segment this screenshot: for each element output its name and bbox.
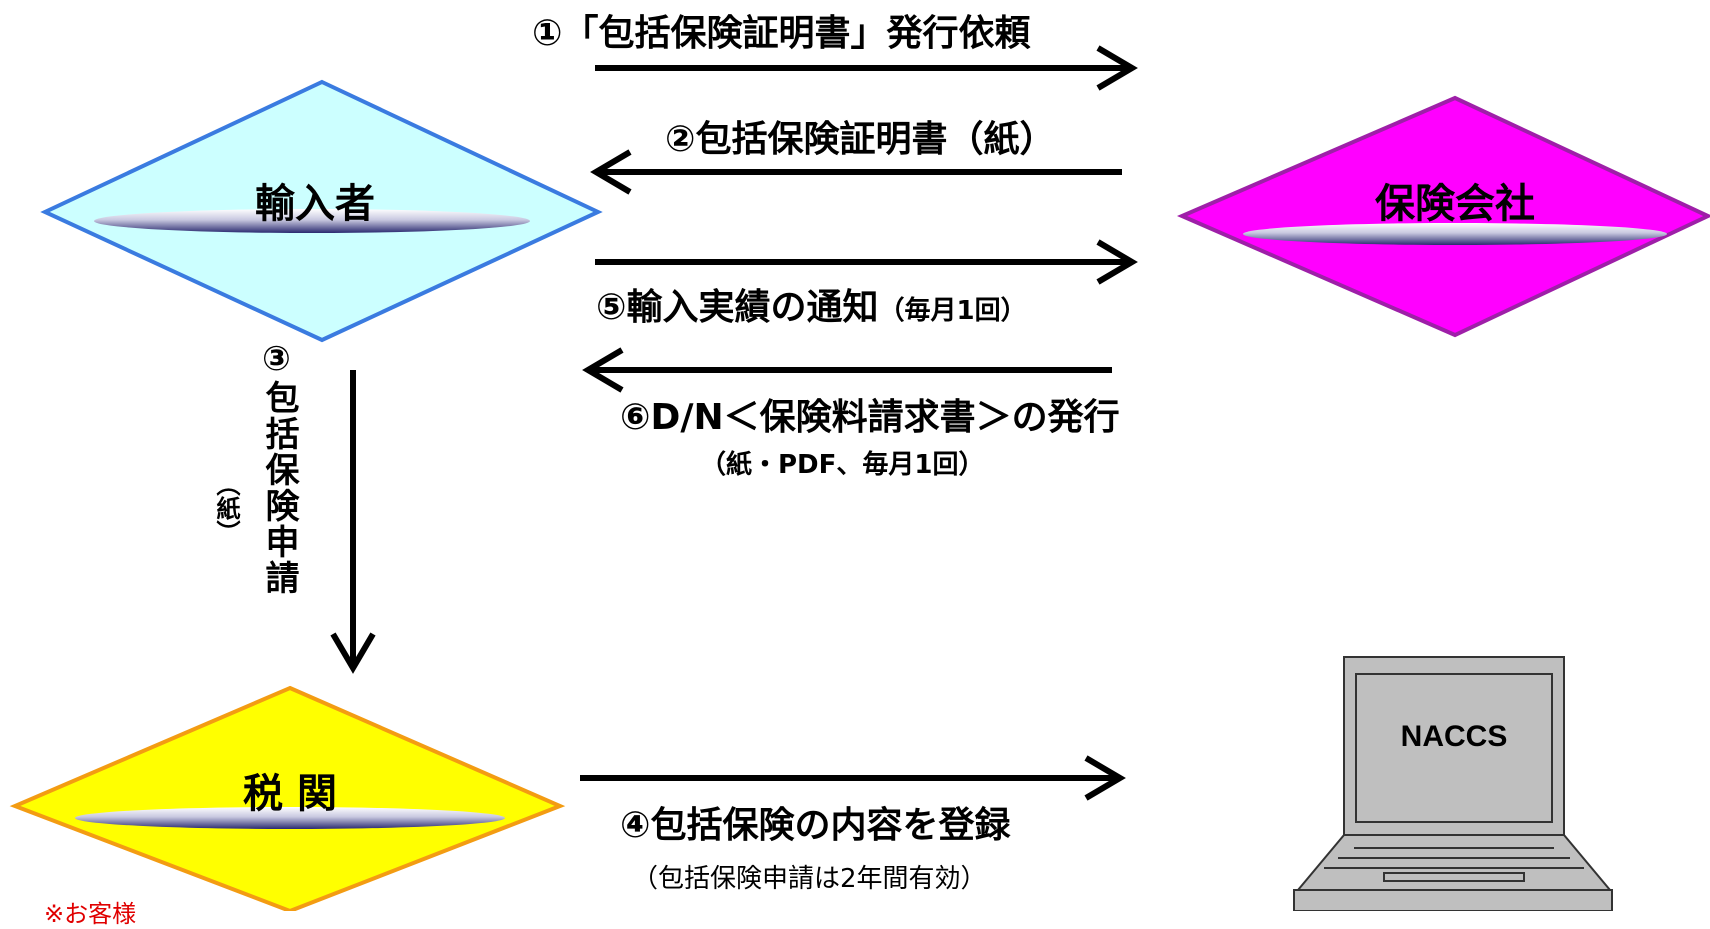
step5-sub: （毎月1回） [878,296,1027,326]
step5-label: ⑤輸入実績の通知（毎月1回） [596,290,1027,326]
arrow-step6 [582,347,1112,393]
step3-text: 包括保険申請 [259,380,299,596]
step3-paren: （紙） [212,472,240,544]
importer-node [40,79,603,343]
step5-main: ⑤輸入実績の通知 [596,287,879,328]
step2-label: ②包括保険証明書（紙） [665,119,1056,160]
arrow-step2 [590,149,1122,195]
importer-label: 輸入者 [255,181,375,227]
customs-node [9,685,566,911]
step1-label: ①「包括保険証明書」発行依頼 [532,13,1031,54]
naccs-computer [1293,656,1613,911]
arrow-step4 [580,755,1126,801]
arrow-step5 [595,239,1138,285]
insurer-node [1176,95,1710,338]
customs-label: 税 関 [243,771,337,817]
arrow-step3 [330,370,376,674]
naccs-screen-text: NACCS [1400,720,1508,753]
insurer-label: 保険会社 [1375,181,1535,227]
step4-label: ④包括保険の内容を登録 [620,805,1011,846]
step3-number: ③ [262,339,291,379]
step6-sub: （紙・PDF、毎月1回） [700,450,985,480]
step6-label: ⑥D/N＜保険料請求書＞の発行 [620,397,1120,438]
partial-note: ※お客様 [44,900,137,928]
step4-sub: （包括保険申請は2年間有効） [632,864,987,894]
arrow-step1 [595,45,1138,91]
